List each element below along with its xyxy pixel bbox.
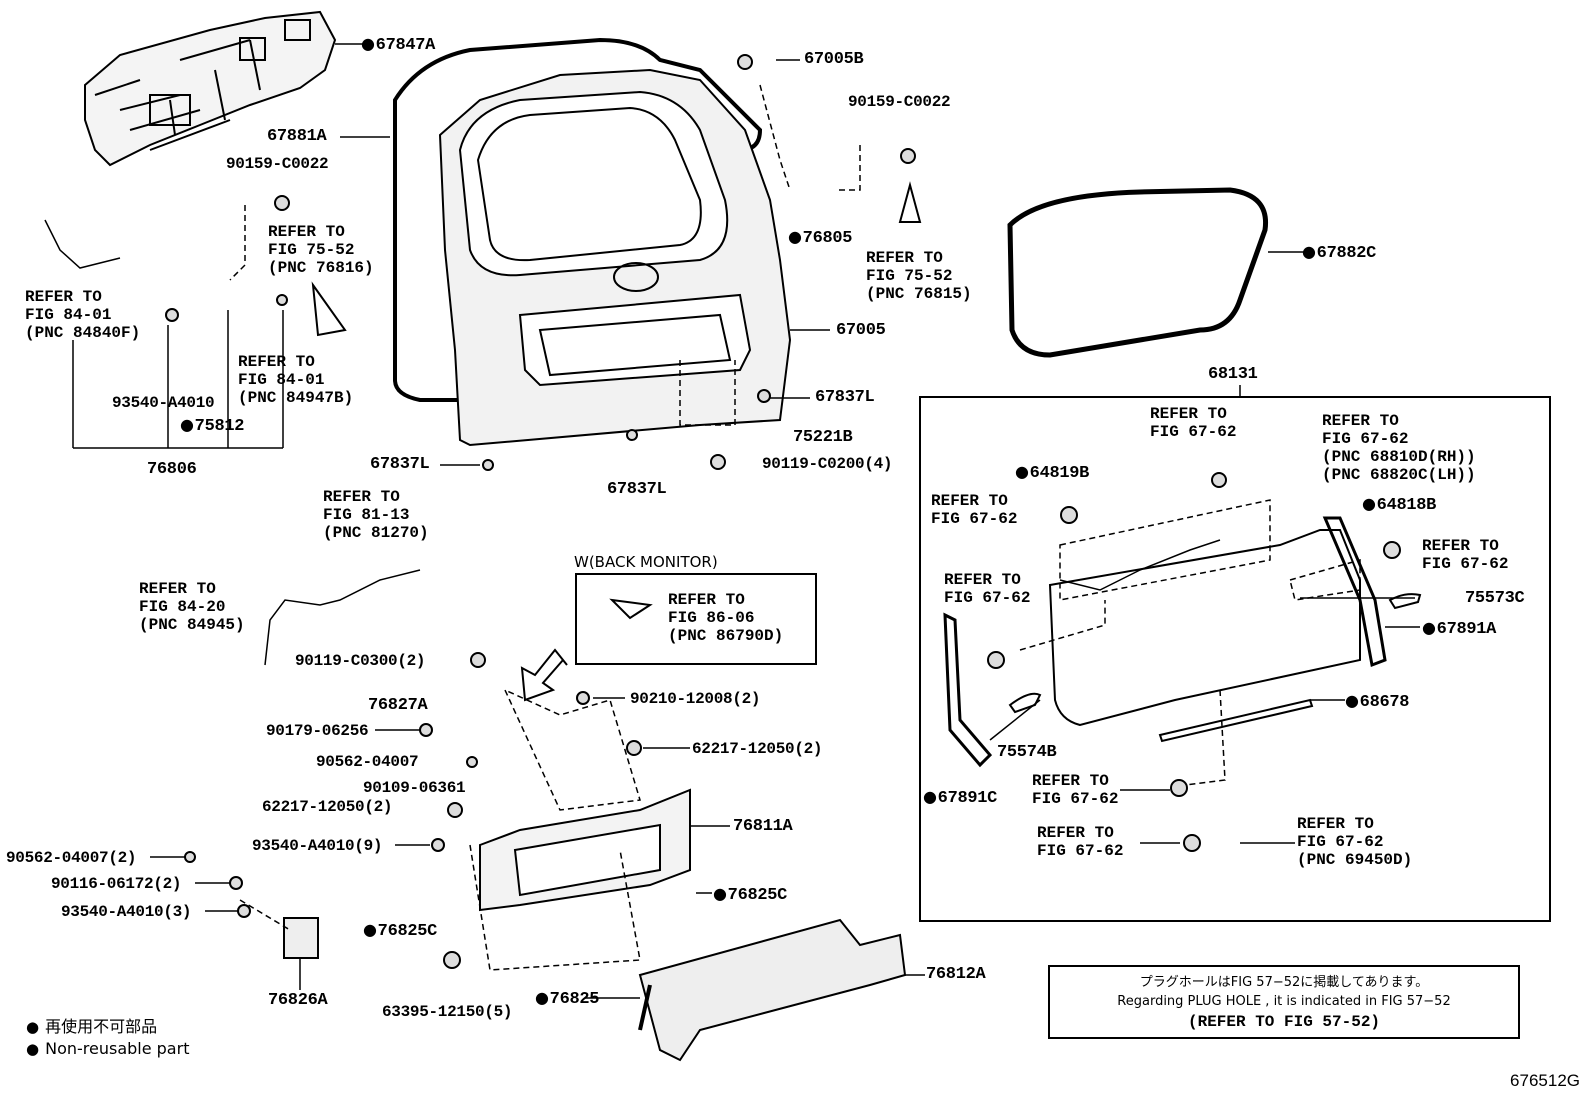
plug-hole-note: プラグホールはFIG 57−52に掲載してあります。 Regarding PLU… [1048, 965, 1520, 1039]
part-90159-C0022-right[interactable]: 90159-C0022 [848, 93, 951, 111]
part-68131[interactable]: 68131 [1208, 365, 1258, 384]
part-67837L-bottom[interactable]: 67837L [607, 480, 667, 499]
refer-fig-67-62-bottom-b[interactable]: REFER TO FIG 67-62 [1037, 824, 1124, 860]
legend-dot-icon: ● [26, 1018, 40, 1036]
part-76811A[interactable]: 76811A [733, 817, 793, 836]
glass-assembly-frame [919, 396, 1551, 922]
part-93540-A4010[interactable]: 93540-A4010 [112, 394, 215, 412]
part-76825C-right[interactable]: 76825C [713, 885, 788, 905]
refer-fig-67-62-hinge[interactable]: REFER TO FIG 67-62 (PNC 68810D(RH)) (PNC… [1322, 412, 1476, 484]
part-90116-06172[interactable]: 90116-06172(2) [51, 875, 182, 893]
back-monitor-title: W(BACK MONITOR) [574, 553, 718, 571]
part-90562-04007[interactable]: 90562-04007 [316, 753, 419, 771]
part-67837L-right[interactable]: 67837L [815, 388, 875, 407]
part-64818B[interactable]: 64818B [1362, 495, 1437, 515]
note-en: Regarding PLUG HOLE , it is indicated in… [1117, 994, 1451, 1009]
part-90562-04007-2[interactable]: 90562-04007(2) [6, 849, 137, 867]
license-garnish-76811A [479, 788, 730, 912]
part-76825C-left[interactable]: 76825C [363, 921, 438, 941]
part-93540-A4010-9[interactable]: 93540-A4010(9) [252, 837, 383, 855]
part-76806[interactable]: 76806 [147, 460, 197, 479]
refer-fig-67-62-top[interactable]: REFER TO FIG 67-62 [1150, 405, 1237, 441]
refer-fig-84-01-84947B[interactable]: REFER TO FIG 84-01 (PNC 84947B) [238, 353, 354, 407]
back-door-inner-panel-67847A [84, 10, 365, 167]
rear-spoiler-76812A [638, 918, 925, 1062]
figure-id: 676512G [1510, 1071, 1580, 1090]
part-90109-06361[interactable]: 90109-06361 [363, 779, 466, 797]
refer-fig-67-62-69450D[interactable]: REFER TO FIG 67-62 (PNC 69450D) [1297, 815, 1413, 869]
part-67005[interactable]: 67005 [836, 321, 886, 340]
part-75812[interactable]: 75812 [180, 416, 245, 436]
legend-en: ●Non-reusable part [26, 1039, 190, 1058]
bracket-76826A [283, 917, 319, 990]
part-90179-06256[interactable]: 90179-06256 [266, 722, 369, 740]
part-67847A[interactable]: 67847A [361, 35, 436, 55]
part-76825[interactable]: 76825 [535, 989, 600, 1009]
refer-fig-67-62-right[interactable]: REFER TO FIG 67-62 [1422, 537, 1509, 573]
refer-fig-67-62-left-a[interactable]: REFER TO FIG 67-62 [931, 492, 1018, 528]
note-jp: プラグホールはFIG 57−52に掲載してあります。 [1139, 975, 1429, 990]
part-68678[interactable]: 68678 [1345, 692, 1410, 712]
glass-weatherstrip-67882C [1007, 187, 1305, 358]
note-ref[interactable]: (REFER TO FIG 57-52) [1187, 1013, 1381, 1031]
part-76805[interactable]: 76805 [788, 228, 853, 248]
part-93540-A4010-3[interactable]: 93540-A4010(3) [61, 903, 192, 921]
part-75573C[interactable]: 75573C [1465, 589, 1525, 608]
cover-pieces [311, 181, 922, 620]
back-monitor-frame [575, 573, 817, 665]
part-75221B[interactable]: 75221B [793, 428, 853, 447]
part-67881A[interactable]: 67881A [267, 127, 327, 146]
back-door-weatherstrip-67881A [340, 37, 763, 402]
part-67005B[interactable]: 67005B [804, 50, 864, 69]
part-90119-C0200[interactable]: 90119-C0200(4) [762, 455, 893, 473]
part-67882C[interactable]: 67882C [1302, 243, 1377, 263]
part-75574B[interactable]: 75574B [997, 743, 1057, 762]
assembly-dashed-lines [229, 84, 1361, 971]
legend-dot-icon: ● [26, 1040, 40, 1058]
back-door-panel-67005 [438, 68, 830, 447]
camera-direction-arrow [520, 648, 568, 702]
leader-lines [72, 59, 1420, 999]
refer-fig-75-52-76815[interactable]: REFER TO FIG 75-52 (PNC 76815) [866, 249, 972, 303]
part-90210-12008[interactable]: 90210-12008(2) [630, 690, 761, 708]
part-76826A[interactable]: 76826A [268, 991, 328, 1010]
refer-fig-81-13[interactable]: REFER TO FIG 81-13 (PNC 81270) [323, 488, 429, 542]
refer-fig-67-62-left-b[interactable]: REFER TO FIG 67-62 [944, 571, 1031, 607]
refer-fig-84-01-84840F[interactable]: REFER TO FIG 84-01 (PNC 84840F) [25, 288, 141, 342]
part-63395-12150[interactable]: 63395-12150(5) [382, 1003, 513, 1021]
refer-fig-86-06[interactable]: REFER TO FIG 86-06 (PNC 86790D) [668, 591, 784, 645]
part-67837L-left[interactable]: 67837L [370, 455, 430, 474]
refer-fig-75-52-76816[interactable]: REFER TO FIG 75-52 (PNC 76816) [268, 223, 374, 277]
part-67891C[interactable]: 67891C [923, 788, 998, 808]
fasteners [165, 54, 1401, 969]
part-76827A[interactable]: 76827A [368, 696, 428, 715]
part-90119-C0300[interactable]: 90119-C0300(2) [295, 652, 426, 670]
wire-harnesses [44, 219, 1221, 666]
part-76812A[interactable]: 76812A [926, 965, 986, 984]
part-64819B[interactable]: 64819B [1015, 463, 1090, 483]
part-90159-C0022-left[interactable]: 90159-C0022 [226, 155, 329, 173]
part-62217-12050-left[interactable]: 62217-12050(2) [262, 798, 393, 816]
part-67891A[interactable]: 67891A [1422, 619, 1497, 639]
back-door-glass-68131 [943, 385, 1422, 768]
refer-fig-67-62-bottom-a[interactable]: REFER TO FIG 67-62 [1032, 772, 1119, 808]
legend-jp: ●再使用不可部品 [26, 1017, 158, 1036]
part-62217-12050-right[interactable]: 62217-12050(2) [692, 740, 823, 758]
refer-fig-84-20[interactable]: REFER TO FIG 84-20 (PNC 84945) [139, 580, 245, 634]
